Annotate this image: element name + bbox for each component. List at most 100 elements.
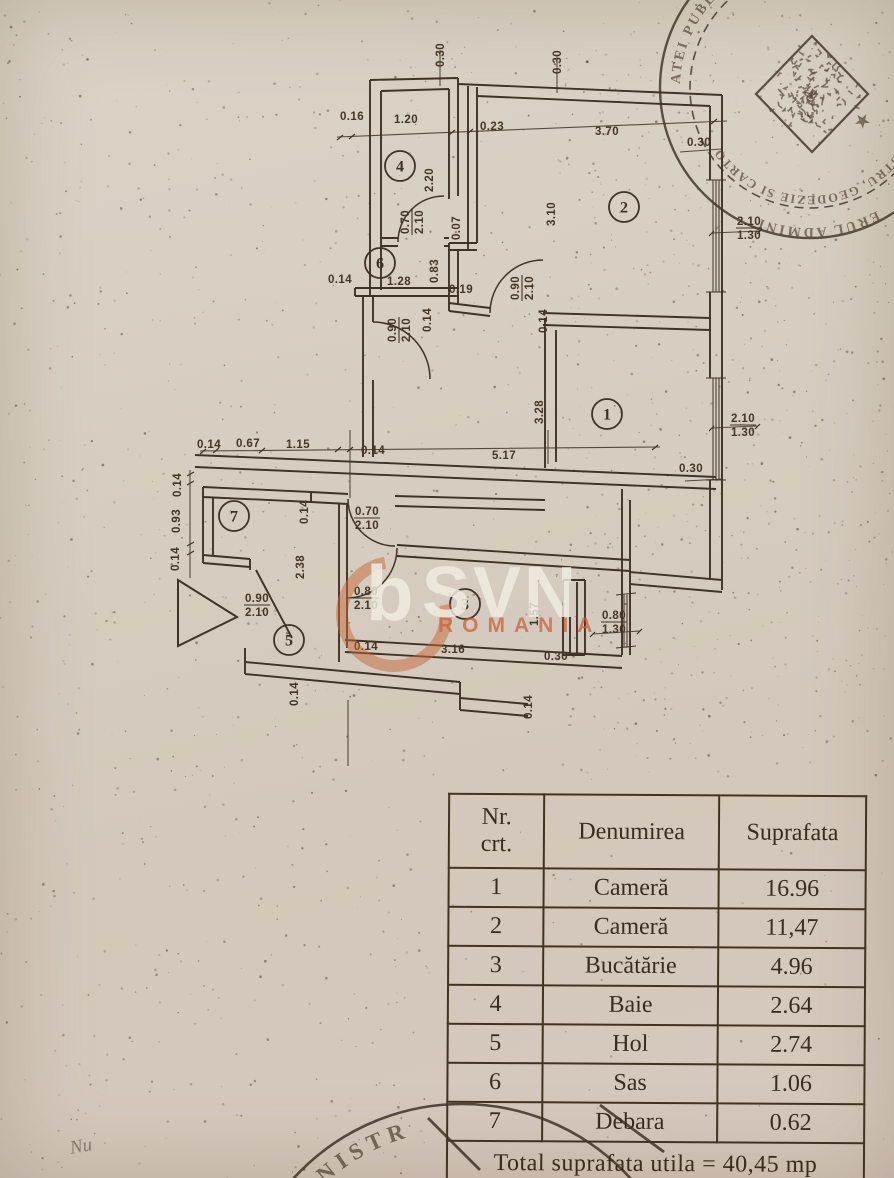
stamp-crest-diamond	[754, 34, 870, 154]
svg-text:2.20: 2.20	[424, 168, 436, 192]
svg-text:2.10: 2.10	[524, 276, 536, 300]
dimension-label: 3.10	[546, 202, 558, 226]
stamp-ring-text-left: ATEI PUBL	[669, 0, 717, 84]
svg-text:1.30: 1.30	[602, 624, 626, 636]
svg-text:2: 2	[620, 200, 628, 217]
svg-text:0.14: 0.14	[172, 473, 184, 497]
dimension-label: 2.20	[424, 168, 436, 192]
dimension-label: 1.20	[394, 114, 418, 126]
dimension-label: 0.14	[538, 309, 550, 333]
dimension-label: 0.14	[197, 439, 221, 451]
svg-text:0.14: 0.14	[523, 695, 535, 719]
room-number-badge: 3	[449, 588, 481, 620]
svg-text:2.10: 2.10	[245, 607, 269, 619]
stamp-ring-text-top: FIE - MUNICIPIU BUCURESTI	[744, 0, 894, 82]
dimension-label: 2.38	[295, 555, 307, 579]
svg-text:0.70: 0.70	[400, 210, 412, 234]
svg-text:ERUL ADMINI: ERUL ADMINI	[754, 207, 881, 239]
svg-text:0.90: 0.90	[245, 593, 269, 605]
svg-text:2.38: 2.38	[295, 555, 307, 579]
dimension-label: 0.14	[361, 445, 385, 457]
svg-text:7: 7	[230, 509, 238, 526]
svg-text:0.19: 0.19	[449, 284, 473, 296]
svg-text:0.14: 0.14	[289, 682, 301, 706]
dimension-label: 0.16	[340, 111, 364, 123]
svg-text:ASTRU, GEODEZIE SI CARTO: ASTRU, GEODEZIE SI CARTO	[711, 145, 894, 207]
svg-text:0.70: 0.70	[355, 506, 379, 518]
stamp-crest-pattern	[768, 40, 862, 134]
svg-text:2.10: 2.10	[354, 600, 378, 612]
dimension-label: 0.14	[422, 308, 434, 332]
room-number-badge: 5	[273, 624, 305, 656]
stamp-star: ★	[850, 108, 874, 133]
stamp-slash-mark	[427, 1103, 665, 1171]
entrance-arrow	[177, 578, 240, 648]
svg-text:3.28: 3.28	[534, 400, 546, 424]
dimension-label: 3.16	[441, 644, 465, 656]
stamp-inner-text: ASTRU, GEODEZIE SI CARTO	[711, 145, 894, 207]
dimension-label: 0.07	[451, 216, 463, 240]
svg-text:0.30: 0.30	[435, 43, 447, 67]
svg-text:2.10: 2.10	[355, 520, 379, 532]
dimension-label: 5.17	[492, 450, 516, 462]
dimension-label: 3.70	[595, 126, 619, 138]
dimension-label: 0.23	[480, 121, 504, 133]
svg-text:1.30: 1.30	[737, 230, 761, 242]
header-nr-crt: Nr. crt.	[448, 793, 545, 869]
dimension-label: 0.30	[679, 463, 703, 475]
room-number-badge: 6	[364, 247, 396, 279]
room-number-badge: 2	[608, 191, 640, 223]
svg-text:1.20: 1.20	[394, 114, 418, 126]
svg-text:2.10: 2.10	[731, 413, 755, 425]
svg-text:0.90: 0.90	[510, 276, 522, 300]
total-area-text: Total suprafata utila = 40,45 mp	[446, 1140, 865, 1178]
dimension-label: 0.30	[544, 651, 568, 663]
svg-text:0.30: 0.30	[544, 651, 568, 663]
dimension-label: 0.30	[552, 50, 564, 74]
dimension-label: 0.80 2.10	[353, 586, 379, 612]
svg-text:0.30: 0.30	[679, 463, 703, 475]
dimension-ticks	[186, 118, 763, 638]
dimension-label: 1.28	[387, 276, 411, 288]
svg-text:0.30: 0.30	[552, 50, 564, 74]
dimension-lines	[189, 50, 761, 766]
dimension-label: 0.83	[429, 259, 441, 283]
table-total-row: Total suprafata utila = 40,45 mp	[446, 1140, 865, 1178]
dimension-label: 2.101.30	[736, 216, 762, 242]
dimension-label: 0.14	[172, 473, 184, 497]
svg-text:6: 6	[376, 256, 384, 273]
official-round-stamp: ATEI PUBL FIE - MUNICIPIU BUCURESTI ★ ER…	[658, 0, 894, 240]
svg-text:FIE - MUNICIPIU BUCURESTI: FIE - MUNICIPIU BUCURESTI	[744, 0, 894, 82]
dimension-label: 3.28	[534, 400, 546, 424]
room-number-badge: 4	[384, 150, 416, 182]
svg-text:5.17: 5.17	[492, 450, 516, 462]
svg-text:3.10: 3.10	[546, 202, 558, 226]
dimension-label: 0.14	[289, 682, 301, 706]
svg-text:2.10: 2.10	[414, 210, 426, 234]
svg-text:0.80: 0.80	[354, 586, 378, 598]
svg-text:0.67: 0.67	[236, 438, 260, 450]
dimension-label: 0.70 2.10	[354, 506, 380, 532]
svg-text:1.57: 1.57	[529, 602, 541, 626]
svg-text:0.23: 0.23	[480, 121, 504, 133]
header-suprafata: Suprafata	[718, 795, 867, 871]
header-denumirea: Denumirea	[543, 794, 720, 870]
svg-text:0.83: 0.83	[429, 259, 441, 283]
svg-text:2.10: 2.10	[401, 318, 413, 342]
svg-text:3.16: 3.16	[441, 644, 465, 656]
svg-text:3.70: 3.70	[595, 126, 619, 138]
svg-text:0.16: 0.16	[340, 111, 364, 123]
svg-text:0.14: 0.14	[538, 309, 550, 333]
stamp-ring-text-bottom: ERUL ADMINI	[754, 207, 879, 239]
table-header-row: Nr. crt. Denumirea Suprafata	[448, 793, 867, 871]
svg-text:0.80: 0.80	[602, 610, 626, 622]
svg-text:0.14: 0.14	[197, 439, 221, 451]
bottom-stamp-text: ADMINISTR	[257, 1117, 408, 1178]
dimension-label: 1.57	[529, 602, 541, 626]
